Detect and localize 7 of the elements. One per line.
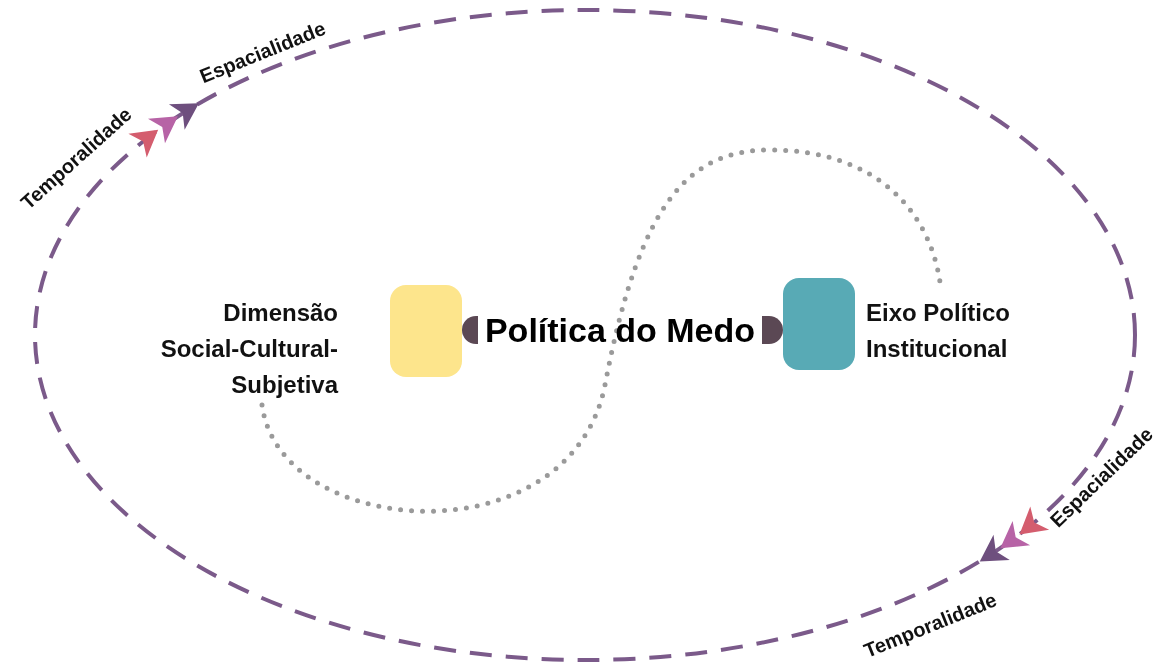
square-block: [390, 285, 462, 377]
connector-bar: [762, 316, 783, 344]
central-title: Política do Medo: [478, 310, 762, 350]
dimension-label: Eixo Político Institucional: [866, 298, 1012, 364]
dimension-label: Dimensão Social-Cultural-Subjetiva: [159, 298, 338, 400]
connector-bar: [462, 316, 478, 344]
square-block: [783, 278, 855, 370]
